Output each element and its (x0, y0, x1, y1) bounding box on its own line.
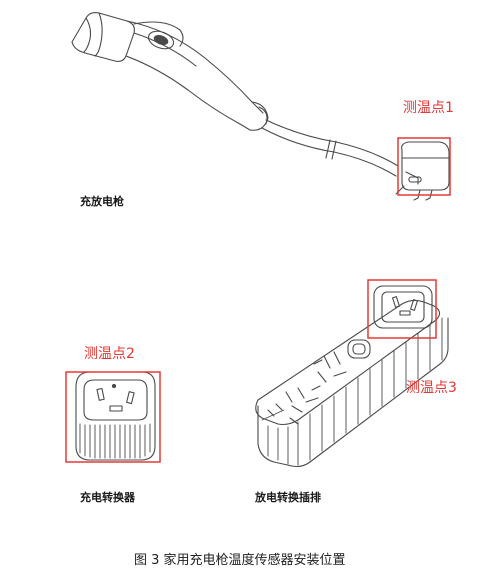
charging-gun-illustration (71, 12, 450, 201)
adapter-illustration (75, 371, 156, 461)
figure-caption: 图 3 家用充电枪温度传感器安装位置 (134, 553, 346, 568)
measure-point-3-label: 测温点3 (406, 380, 457, 396)
adapter-label: 充电转换器 (80, 491, 135, 504)
measure-point-1-box (397, 137, 451, 196)
measure-point-1-label: 测温点1 (403, 100, 454, 116)
measure-point-2-box (65, 371, 161, 463)
measure-point-3-box (367, 279, 437, 339)
charging-gun-label: 充放电枪 (80, 195, 124, 208)
power-strip-illustration (255, 285, 449, 468)
measure-point-2-label: 测温点2 (84, 346, 135, 362)
power-strip-label: 放电转换插排 (255, 491, 321, 504)
